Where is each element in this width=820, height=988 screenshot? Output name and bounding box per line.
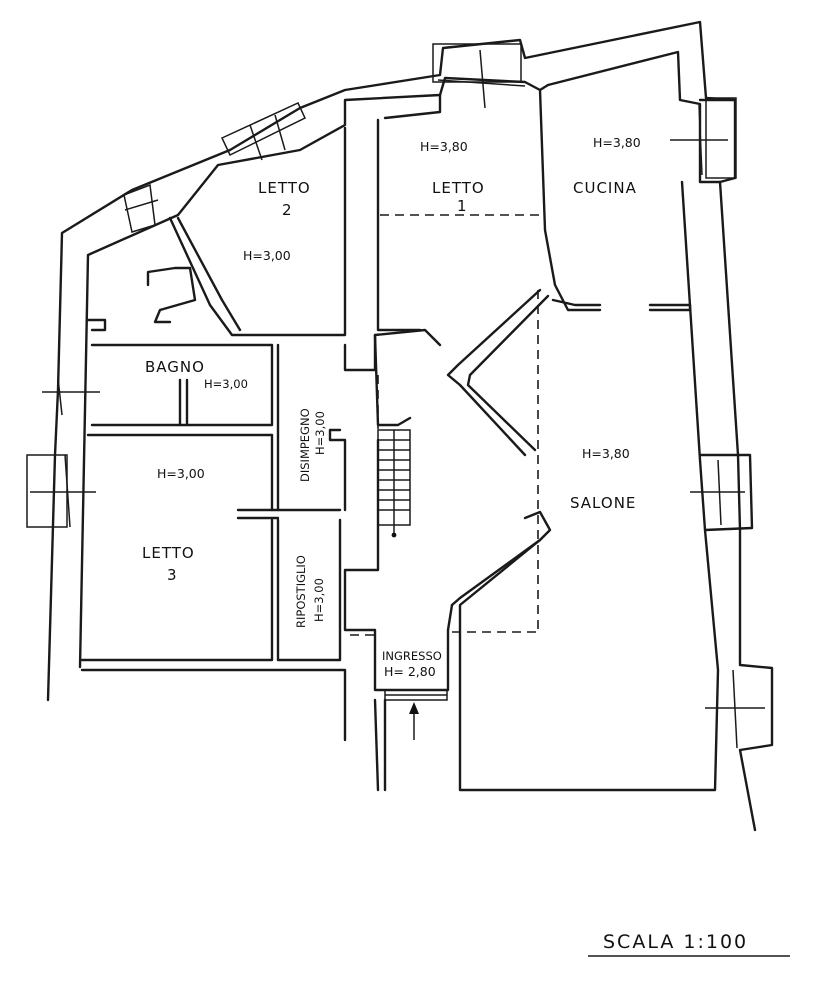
dashed-lines (350, 214, 545, 636)
room-bagno-height: H=3,00 (204, 377, 248, 391)
room-disimpegno-height: H=3,00 (313, 411, 327, 455)
windows (30, 43, 765, 749)
room-letto2-name: LETTO (258, 179, 311, 197)
room-cucina-height: H=3,80 (593, 135, 641, 150)
room-ingresso-height: H= 2,80 (384, 664, 436, 679)
room-letto3-number: 3 (167, 566, 178, 584)
room-ripostiglio-name: RIPOSTIGLIO (294, 555, 308, 628)
stairs (377, 429, 411, 538)
room-salone-name: SALONE (570, 494, 636, 512)
room-letto2-number: 2 (282, 201, 293, 219)
room-letto3-height: H=3,00 (157, 466, 205, 481)
room-bagno-name: BAGNO (145, 358, 205, 376)
room-cucina-name: CUCINA (573, 179, 637, 197)
room-letto1-name: LETTO (432, 179, 485, 197)
scale-label: SCALA 1:100 (603, 931, 748, 953)
room-letto2-height: H=3,00 (243, 248, 291, 263)
interior-walls (80, 88, 692, 792)
room-salone-height: H=3,80 (582, 446, 630, 461)
room-disimpegno-name: DISIMPEGNO (298, 408, 312, 482)
entrance (384, 689, 448, 701)
room-ingresso-name: INGRESSO (382, 649, 442, 663)
room-letto1-height: H=3,80 (420, 139, 468, 154)
room-letto3-name: LETTO (142, 544, 195, 562)
room-letto1-number: 1 (457, 197, 468, 215)
entrance-arrow-icon (409, 702, 419, 740)
room-ripostiglio-height: H=3,00 (312, 578, 326, 622)
